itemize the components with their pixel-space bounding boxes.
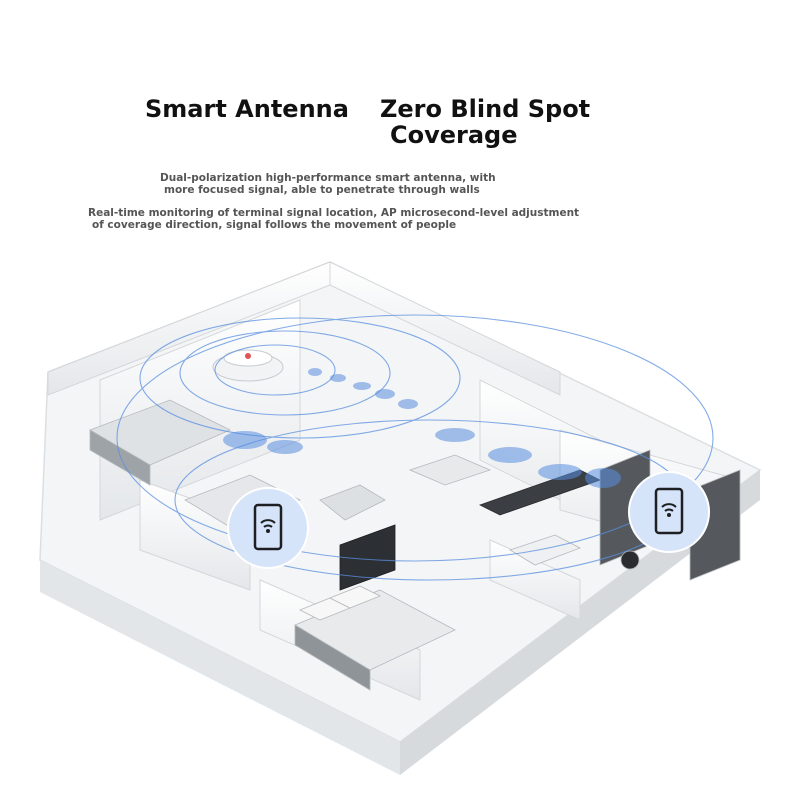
description-tracking: Real-time monitoring of terminal signal … [88,207,579,231]
phone-wifi-icon [654,487,684,535]
phone-wifi-icon [253,503,283,551]
description-tracking-line1: Real-time monitoring of terminal signal … [88,207,580,219]
furniture [89,399,741,691]
phone-right-bubble [628,471,710,553]
title-zero-blind-spot-line2: Coverage [390,121,518,149]
description-tracking-line2: of coverage direction, signal follows th… [92,219,457,231]
title-zero-blind-spot: Zero Blind Spot Coverage [380,96,590,148]
description-antenna: Dual-polarization high-performance smart… [160,172,496,196]
access-point-icon [212,349,284,382]
phone-left-bubble [227,487,309,569]
title-zero-blind-spot-line1: Zero Blind Spot [380,95,591,123]
description-antenna-line1: Dual-polarization high-performance smart… [160,172,496,184]
signal-beams [223,368,621,488]
title-smart-antenna: Smart Antenna [145,95,349,123]
description-antenna-line2: more focused signal, able to penetrate t… [164,184,480,196]
